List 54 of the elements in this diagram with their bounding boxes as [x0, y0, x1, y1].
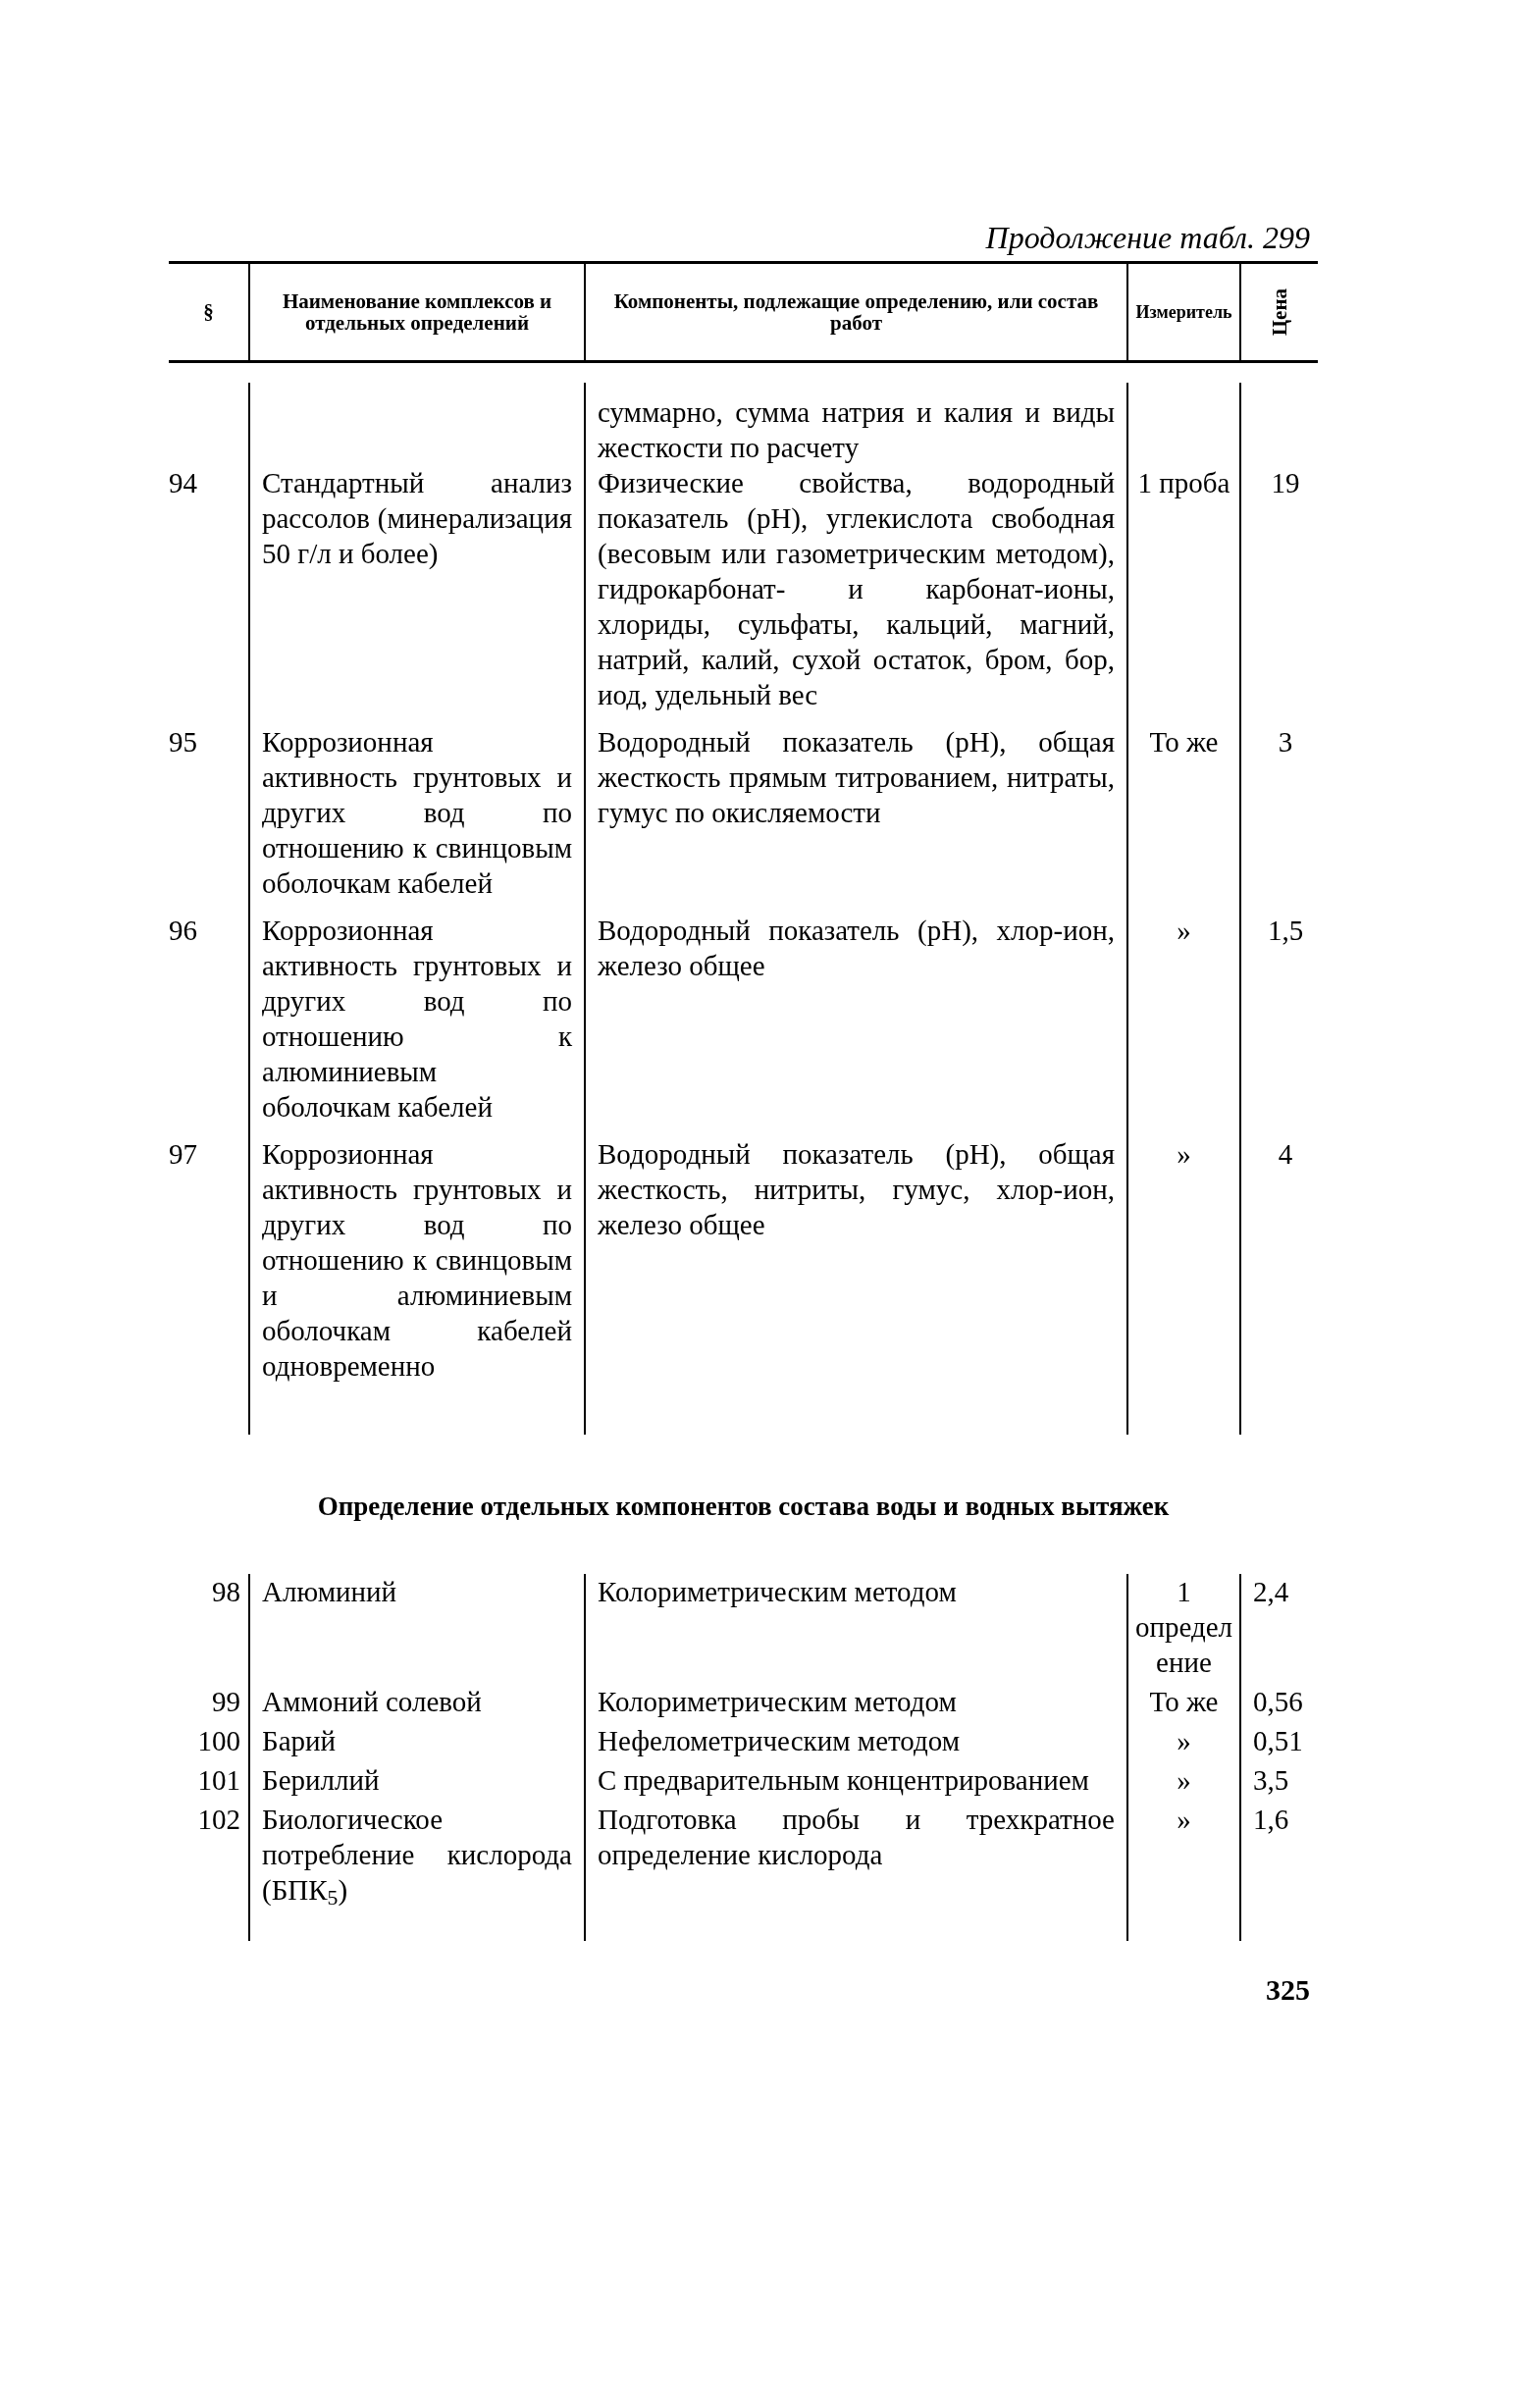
components-text: С предварительным концентрированием	[598, 1763, 1090, 1798]
unit-text: »	[1176, 1803, 1192, 1837]
price-value: 2,4	[1253, 1575, 1290, 1609]
price-value: 0,56	[1253, 1685, 1304, 1719]
components-text: Водородный показатель (рН), общая жесткость, нитриты, гумус, хлор-ион, железо общее	[598, 1137, 1115, 1242]
row-number: 100	[196, 1724, 240, 1758]
row-number: 94	[169, 466, 198, 500]
components-text: Подготовка пробы и трехкратное определение кислорода	[598, 1803, 1115, 1872]
unit-text: 1 определение	[1133, 1575, 1234, 1680]
row-number: 99	[211, 1685, 240, 1719]
determination-name: Барий	[262, 1724, 338, 1758]
column-header: Наименование комплексов и отдельных определений	[281, 290, 553, 334]
table-title: Продолжение табл. 299	[984, 219, 1311, 257]
unit-text: То же	[1148, 725, 1220, 759]
determination-name: Коррозионная активность грунтовых и других вод по отношению к свинцовым оболочкам кабелей	[262, 725, 572, 901]
components-text: Водородный показатель (рН), хлор-ион, железо общее	[598, 914, 1115, 983]
price-value: 3,5	[1253, 1763, 1290, 1798]
row-number: 101	[196, 1763, 240, 1798]
determination-name: Алюминий	[262, 1575, 398, 1609]
determination-name: Биологическое потребление кислорода (БПК$_{5}$)	[262, 1803, 572, 1908]
row-number: 102	[196, 1803, 240, 1837]
components-text: Физические свойства, водородный показатель (рН), углекислота свободная (весовым или газометрическим методом), гидрокарбонат- и карбонат-ионы, хлориды, сульфаты, кальций, магний, натрий, калий, сухой остаток, бром, бор, иод, удельный вес	[598, 466, 1115, 712]
determination-name: Коррозионная активность грунтовых и других вод по отношению к свинцовым и алюминиевым оболочкам кабелей одновременно	[262, 1137, 572, 1384]
determination-name: Аммоний солевой	[262, 1685, 483, 1719]
components-text: Водородный показатель (рН), общая жесткость прямым титрованием, нитраты, гумус по окисляемости	[598, 725, 1115, 830]
determination-name: Стандартный анализ рассолов (минерализация 50 г/л и более)	[262, 466, 572, 571]
row-number: 98	[211, 1575, 240, 1609]
price-value: 1,5	[1266, 914, 1305, 948]
column-header: Компоненты, подлежащие определению, или состав работ	[612, 290, 1100, 334]
components-text: суммарно, сумма натрия и калия и виды жесткости по расчету	[598, 395, 1115, 465]
section-heading: Определение отдельных компонентов состава воды и водных вытяжек	[316, 1491, 1171, 1523]
row-number: 96	[169, 914, 198, 948]
price-value: 4	[1277, 1137, 1294, 1172]
row-number: 95	[169, 725, 198, 759]
column-header: Измеритель	[1135, 301, 1232, 323]
row-number: 97	[169, 1137, 198, 1172]
unit-text: »	[1176, 914, 1192, 948]
column-header: §	[203, 301, 214, 323]
price-value: 1,6	[1253, 1803, 1290, 1837]
unit-text: »	[1176, 1763, 1192, 1798]
unit-text: 1 проба	[1136, 466, 1231, 500]
determination-name: Бериллий	[262, 1763, 381, 1798]
components-text: Нефелометрическим методом	[598, 1724, 961, 1758]
price-value: 19	[1270, 466, 1301, 500]
price-value: 0,51	[1253, 1724, 1304, 1758]
page-number: 325	[1265, 1972, 1310, 2008]
price-value: 3	[1277, 725, 1294, 759]
unit-text: »	[1176, 1724, 1192, 1758]
column-header: Цена	[1269, 288, 1290, 337]
determination-name: Коррозионная активность грунтовых и других вод по отношению к алюминиевым оболочкам кабелей	[262, 914, 572, 1125]
unit-text: То же	[1148, 1685, 1220, 1719]
components-text: Колориметрическим методом	[598, 1685, 958, 1719]
components-text: Колориметрическим методом	[598, 1575, 958, 1609]
unit-text: »	[1176, 1137, 1192, 1172]
